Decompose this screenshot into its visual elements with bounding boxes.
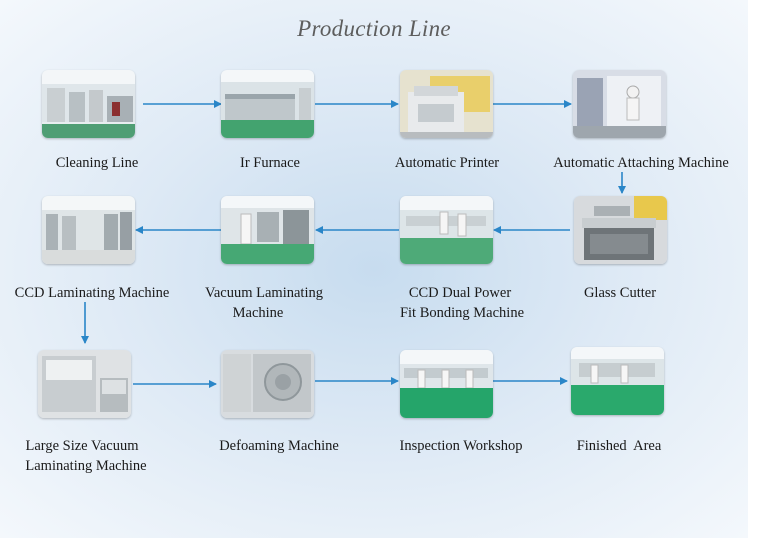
photo-ccd-laminating-machine	[42, 196, 135, 264]
label-inspection-workshop: Inspection Workshop	[399, 438, 523, 454]
photo-inspection-workshop	[400, 350, 493, 418]
photo-automatic-attaching-machine	[573, 70, 666, 138]
photo-large-size-vacuum-laminating	[38, 350, 131, 418]
label-large-size-vacuum: Large Size Vacuum	[25, 438, 139, 454]
label-glass-cutter: Glass Cutter	[583, 285, 657, 301]
label-finished-area: Finished Area	[576, 438, 662, 454]
label-ccd-dual-power: CCD Dual Power	[408, 285, 512, 301]
photo-ir-furnace	[221, 70, 314, 138]
label-laminating-machine: Laminating Machine	[25, 458, 147, 474]
label-ir-furnace: Ir Furnace	[240, 155, 300, 171]
diagram-title: Production Line	[297, 16, 451, 41]
label-defoaming-machine: Defoaming Machine	[219, 438, 339, 454]
photo-defoaming-machine	[221, 350, 314, 418]
label-vacuum-laminating: Vacuum Laminating	[205, 285, 323, 301]
label-ccd-laminating-machine: CCD Laminating Machine	[14, 285, 170, 301]
label-automatic-printer: Automatic Printer	[394, 155, 500, 171]
photo-ccd-dual-power-fit-bonding	[400, 196, 493, 264]
label-automatic-attaching-machine: Automatic Attaching Machine	[553, 155, 729, 171]
label-fit-bonding-machine: Fit Bonding Machine	[399, 305, 525, 321]
photo-glass-cutter	[574, 196, 667, 264]
label-vacuum-laminating-machine: Machine	[232, 305, 284, 321]
photo-vacuum-laminating-machine	[221, 196, 314, 264]
photo-automatic-printer	[400, 70, 493, 138]
label-cleaning-line: Cleaning Line	[55, 155, 139, 171]
photo-cleaning-line	[42, 70, 135, 138]
photo-finished-area	[571, 347, 664, 415]
